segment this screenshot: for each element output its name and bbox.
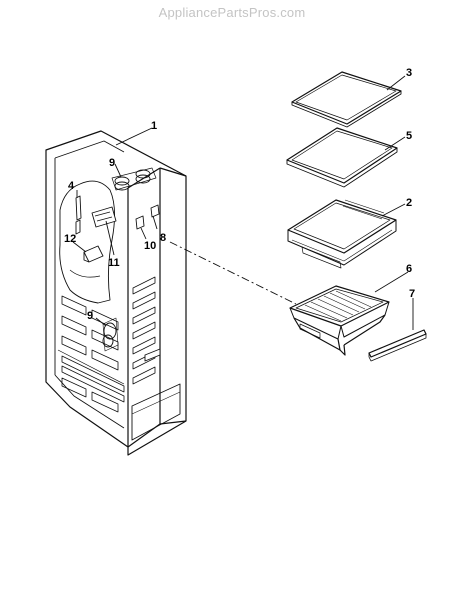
liner-assembly	[45, 130, 187, 456]
liner-fittings	[75, 167, 161, 362]
liner-wall-slots	[61, 295, 125, 413]
shelf-part-3	[291, 71, 402, 128]
callout-labels: 1 2 3 4 5 6 7 8 9 9 10 11 12	[64, 67, 415, 322]
callout-6: 6	[406, 263, 412, 275]
trim-strip-part-7	[368, 329, 427, 362]
callout-2: 2	[406, 197, 412, 209]
callout-10: 10	[144, 240, 156, 252]
callout-8: 8	[160, 232, 166, 244]
callout-4: 4	[68, 180, 75, 192]
shelf-part-2	[287, 199, 397, 269]
leader-lines	[72, 75, 414, 330]
callout-3: 3	[406, 67, 412, 79]
callout-5: 5	[406, 130, 412, 142]
crisper-drawer-part-6	[289, 285, 390, 356]
callout-7: 7	[409, 288, 415, 300]
watermark: AppliancePartsPros.com	[158, 5, 306, 20]
callout-9-upper: 9	[109, 157, 115, 169]
liner-shelf-rails	[132, 276, 156, 385]
callout-1: 1	[151, 120, 157, 132]
shelf-part-5	[286, 127, 398, 188]
callout-9-lower: 9	[87, 310, 93, 322]
callout-12: 12	[64, 233, 76, 245]
callout-11: 11	[108, 257, 120, 269]
